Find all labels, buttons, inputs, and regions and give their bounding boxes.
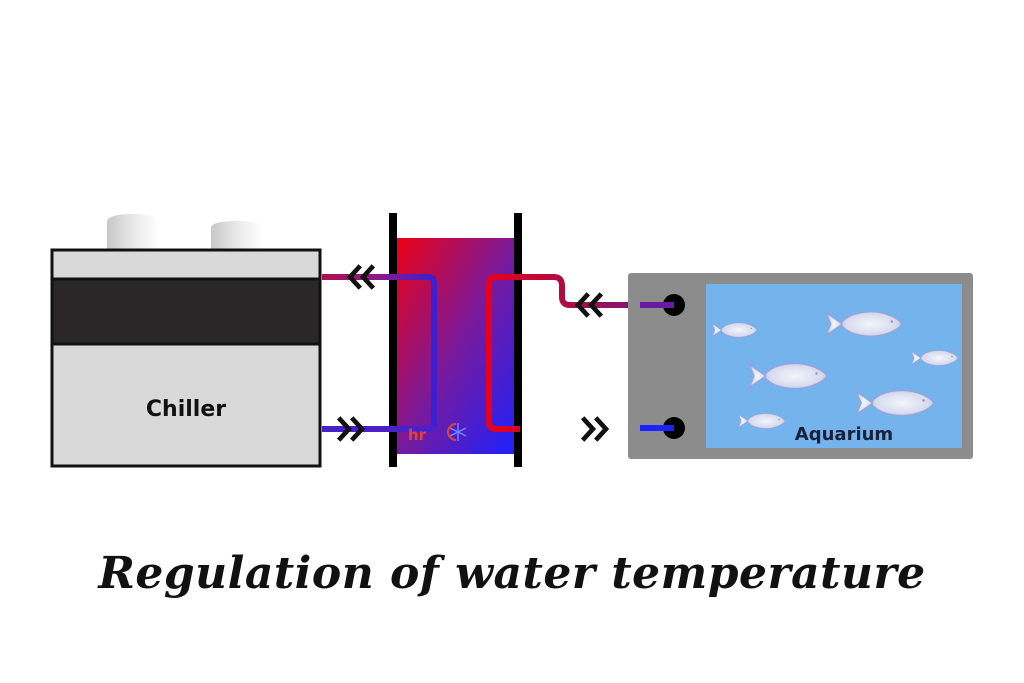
brand-logo-text: hr bbox=[408, 426, 427, 444]
heat-exchanger-wall-right bbox=[514, 213, 522, 467]
diagram-title: Regulation of water temperature bbox=[98, 548, 926, 599]
chiller-fan-left bbox=[107, 214, 159, 250]
chiller-label: Chiller bbox=[146, 397, 226, 422]
sun-half-icon bbox=[447, 423, 457, 441]
pipes bbox=[322, 274, 676, 432]
pipe-aquarium-outlet bbox=[486, 274, 676, 432]
aquarium-port-outlet-pipe bbox=[640, 302, 674, 308]
aquarium-label: Aquarium bbox=[795, 424, 893, 445]
brand-logo: hr bbox=[408, 423, 467, 444]
heat-exchanger-wall-left bbox=[389, 213, 397, 467]
chiller: Chiller bbox=[50, 214, 322, 468]
chiller-fan-right bbox=[211, 221, 262, 250]
aquarium-port-inlet-pipe bbox=[640, 425, 674, 431]
chiller-band bbox=[50, 277, 322, 346]
snowflake-icon bbox=[449, 423, 467, 441]
aquarium: Aquarium bbox=[628, 273, 973, 459]
heat-exchanger-core bbox=[395, 238, 517, 454]
pipe-chiller-return bbox=[322, 274, 437, 428]
